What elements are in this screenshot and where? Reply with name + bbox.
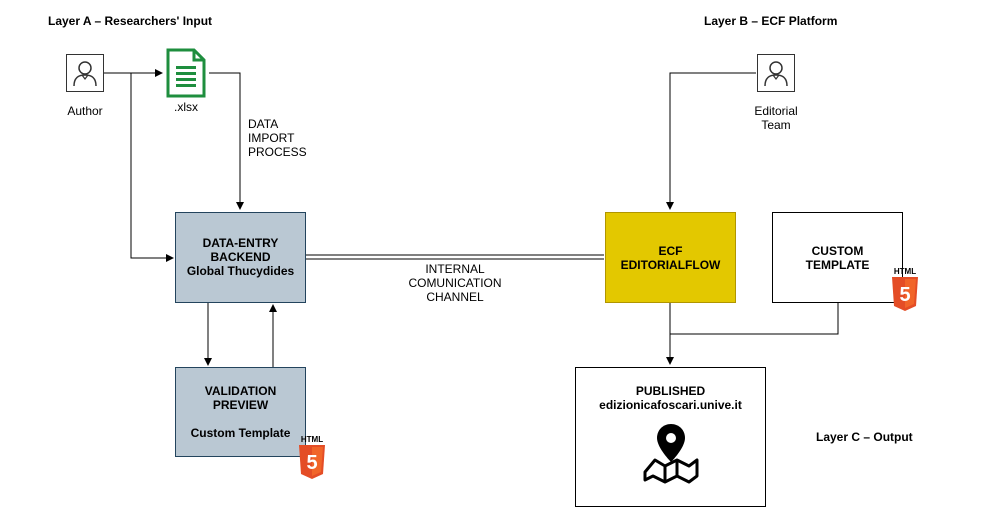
channel-label-line: INTERNAL	[425, 262, 485, 276]
channel-label-line: CHANNEL	[426, 290, 484, 304]
editorial-label-line: Editorial	[754, 104, 798, 118]
published-box: PUBLISHED edizionicafoscari.unive.it	[575, 367, 766, 507]
validation-line: Custom Template	[190, 426, 291, 440]
map-pin-icon	[639, 422, 703, 487]
published-line: PUBLISHED	[635, 384, 706, 398]
ecf-line: ECF	[658, 244, 683, 258]
published-line: edizionicafoscari.unive.it	[599, 398, 742, 412]
editorial-label: Editorial Team	[746, 104, 806, 132]
author-user-icon	[66, 54, 104, 92]
import-label-line: PROCESS	[248, 145, 307, 159]
validation-line: VALIDATION	[204, 384, 277, 398]
edge-template-published	[670, 303, 839, 335]
html5-digit: 5	[899, 284, 910, 306]
data-entry-line: BACKEND	[210, 250, 271, 264]
custom-template-line: TEMPLATE	[805, 258, 870, 272]
html5-badge-icon: HTML 5	[891, 266, 919, 317]
editorial-label-line: Team	[761, 118, 791, 132]
data-entry-backend-box: DATA-ENTRY BACKEND Global Thucydides	[175, 212, 306, 303]
layer-b-title: Layer B – ECF Platform	[704, 14, 838, 28]
validation-line: PREVIEW	[212, 398, 269, 412]
custom-template-box: CUSTOM TEMPLATE	[772, 212, 903, 303]
html5-text: HTML	[894, 267, 916, 276]
custom-template-line: CUSTOM	[811, 244, 864, 258]
edge-author-dataentry	[130, 73, 174, 262]
validation-preview-box: VALIDATION PREVIEW Custom Template	[175, 367, 306, 457]
data-entry-line: Global Thucydides	[186, 264, 295, 278]
html5-badge-icon: HTML 5	[298, 434, 326, 485]
spreadsheet-file-icon	[166, 48, 206, 103]
layer-c-title: Layer C – Output	[816, 430, 913, 444]
layer-a-title: Layer A – Researchers' Input	[48, 14, 213, 28]
ecf-line: EDITORIALFLOW	[620, 258, 721, 272]
author-label: Author	[67, 104, 103, 118]
import-label-line: DATA	[248, 117, 279, 131]
edge-import	[209, 72, 244, 210]
xlsx-label: .xlsx	[174, 100, 198, 114]
editorial-user-icon	[757, 54, 795, 92]
import-label: DATA IMPORT PROCESS	[248, 117, 307, 159]
channel-label: INTERNAL COMUNICATION CHANNEL	[395, 262, 515, 304]
edge-editorial-ecf	[666, 72, 756, 210]
data-entry-line: DATA-ENTRY	[202, 236, 279, 250]
import-label-line: IMPORT	[248, 131, 295, 145]
html5-digit: 5	[306, 452, 317, 474]
html5-text: HTML	[301, 435, 323, 444]
channel-label-line: COMUNICATION	[408, 276, 502, 290]
ecf-editorialflow-box: ECF EDITORIALFLOW	[605, 212, 736, 303]
